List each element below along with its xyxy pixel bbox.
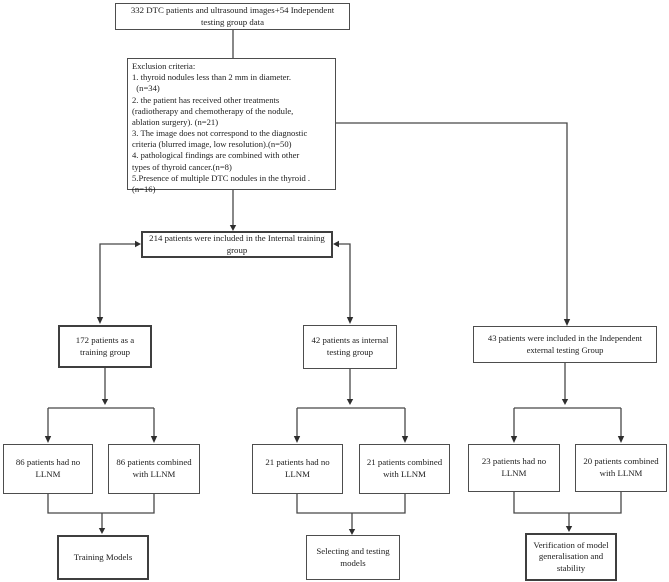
box-verification: Verification of model generalisation and… (525, 533, 617, 581)
box-training-group-172: 172 patients as a training group (58, 325, 152, 368)
edge-merge-training-models (47, 494, 155, 534)
box-source-patients: 332 DTC patients and ultrasound images+5… (115, 3, 350, 30)
box-exclusion-criteria: Exclusion criteria: 1. thyroid nodules l… (127, 58, 336, 194)
edge-split-external43 (510, 363, 625, 443)
box-external-testing-43: 43 patients were included in the Indepen… (473, 326, 657, 363)
box-ext-no-llnm-23: 23 patients had no LLNM (468, 444, 560, 492)
box-selecting-testing-models: Selecting and testing models (306, 535, 400, 580)
edge-split-test42 (293, 369, 409, 443)
edge-merge-verification (513, 492, 622, 532)
box-training-models: Training Models (57, 535, 149, 580)
edge-internal214-train172 (96, 240, 141, 324)
box-ext-with-llnm-20: 20 patients combined with LLNM (575, 444, 667, 492)
edge-merge-selecting-models (296, 494, 406, 535)
edge-internal214-test42 (333, 240, 354, 324)
box-internal-testing-42: 42 patients as internal testing group (303, 325, 397, 369)
box-test-no-llnm-21: 21 patients had no LLNM (252, 444, 343, 494)
box-train-no-llnm-86: 86 patients had no LLNM (3, 444, 93, 494)
edge-split-train172 (44, 368, 158, 443)
edge-exclusion-to-internal214 (229, 190, 237, 231)
box-internal-group-214: 214 patients were included in the Intern… (141, 231, 333, 258)
edge-exclusion-to-external43 (336, 122, 571, 326)
box-test-with-llnm-21: 21 patients combined with LLNM (359, 444, 450, 494)
box-train-with-llnm-86: 86 patients combined with LLNM (108, 444, 200, 494)
